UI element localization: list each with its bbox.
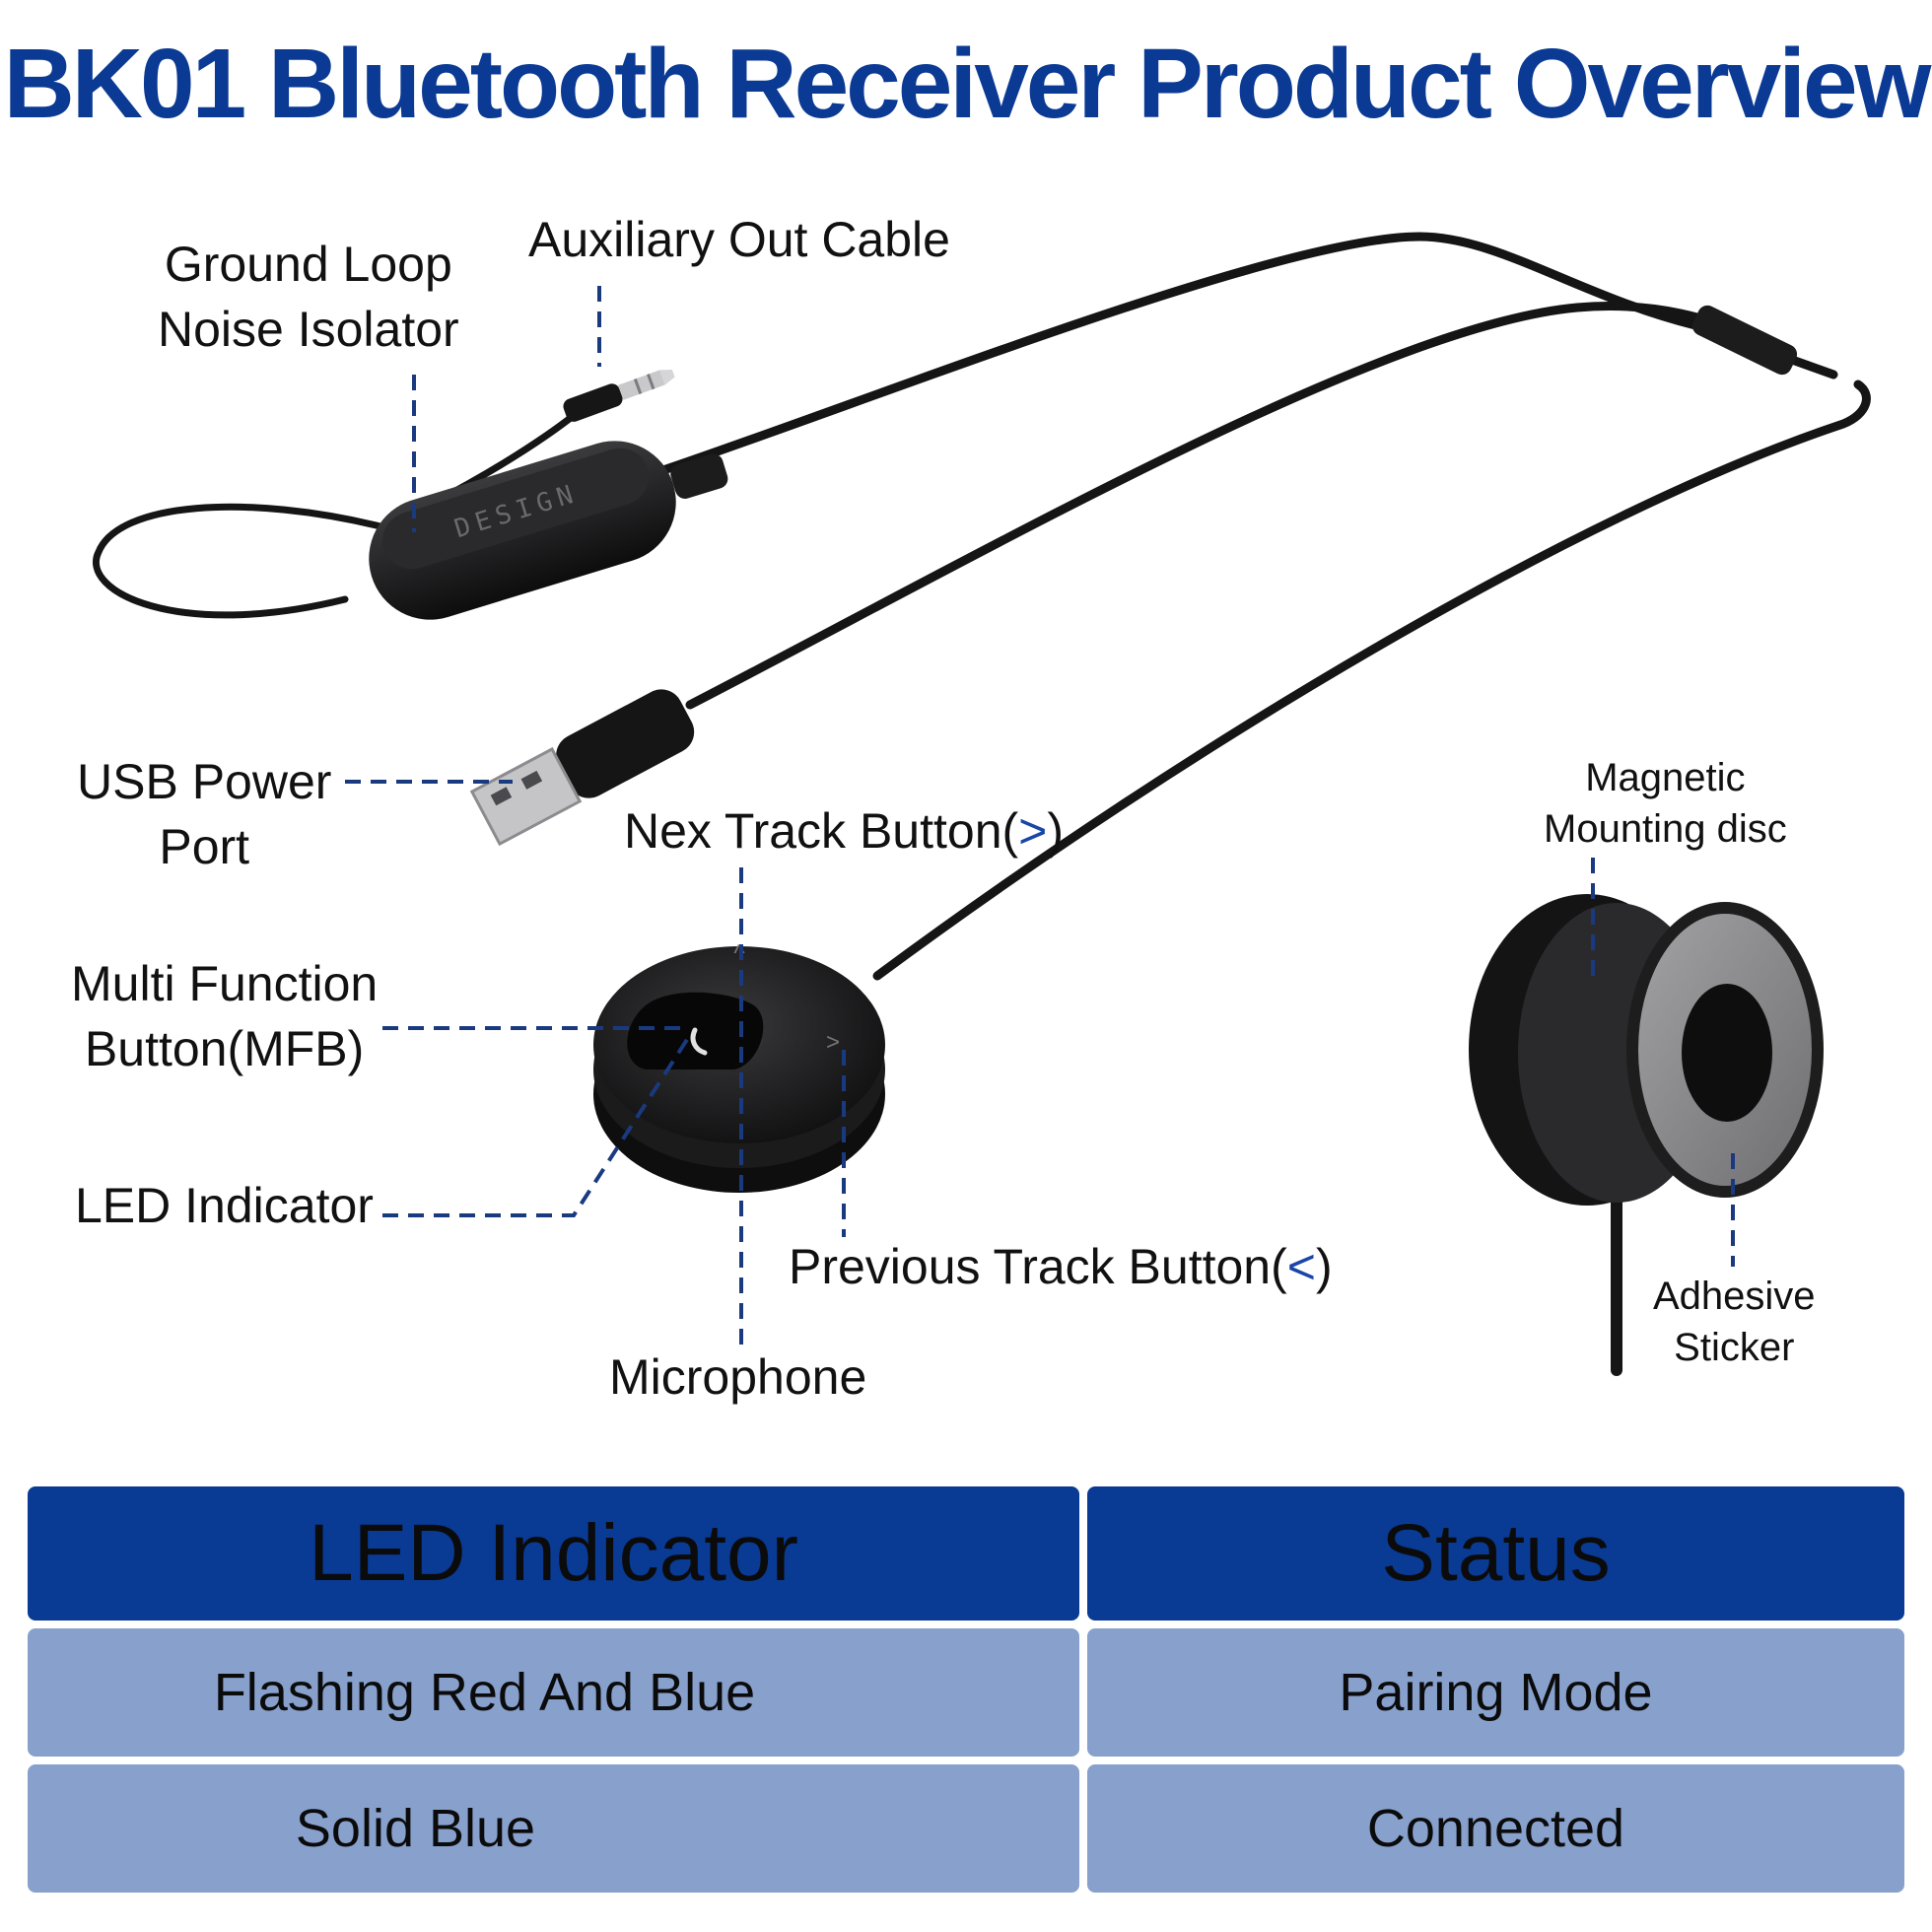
header-led-text: LED Indicator: [309, 1508, 798, 1598]
header-led-indicator: LED Indicator: [28, 1486, 1079, 1621]
usb-power-label: USB Power Port: [77, 749, 331, 879]
magnetic-line-1: Magnetic: [1585, 756, 1746, 799]
usb-cable: [685, 302, 1750, 710]
ground-loop-line-2: Noise Isolator: [158, 302, 459, 357]
control-puck: ^ >: [593, 940, 885, 1193]
table-cell-status: Pairing Mode: [1087, 1628, 1904, 1757]
magnetic-line-2: Mounting disc: [1544, 807, 1787, 851]
table-header-row: LED Indicator Status: [28, 1486, 1904, 1621]
ground-loop-line-1: Ground Loop: [164, 237, 452, 292]
table-cell-led: Flashing Red And Blue: [28, 1628, 1079, 1757]
previous-track-label: Previous Track Button(<): [789, 1234, 1333, 1299]
adhesive-line-2: Sticker: [1674, 1326, 1795, 1369]
table-cell-led: Solid Blue: [28, 1764, 1079, 1893]
led-status-table: LED Indicator Status Flashing Red And Bl…: [28, 1486, 1904, 1900]
table-row: Flashing Red And Blue Pairing Mode: [28, 1628, 1904, 1757]
prev-track-text: Previous Track Button(: [789, 1239, 1287, 1294]
usb-power-line-1: USB Power: [77, 754, 332, 809]
adhesive-line-1: Adhesive: [1653, 1275, 1816, 1318]
cable-junction-sleeve: [1691, 305, 1798, 376]
ground-loop-label: Ground Loop Noise Isolator: [158, 232, 459, 362]
prev-track-symbol: <: [1286, 1239, 1316, 1294]
table-row: Solid Blue Connected: [28, 1764, 1904, 1893]
aux-jack: [563, 370, 675, 422]
isolator-loop-cable: [93, 503, 388, 619]
led-indicator-label: LED Indicator: [75, 1178, 374, 1233]
next-track-text: Nex Track Button(: [624, 803, 1019, 859]
puck-cable: [872, 380, 1871, 981]
cell-text: Flashing Red And Blue: [213, 1663, 756, 1722]
header-status-text: Status: [1381, 1508, 1611, 1598]
next-track-symbol: >: [1018, 803, 1048, 859]
mfb-line-2: Button(MFB): [84, 1021, 365, 1076]
leader-lines: [345, 286, 1735, 1350]
prev-track-close: ): [1315, 1239, 1333, 1294]
magnetic-disc-label: Magnetic Mounting disc: [1544, 752, 1787, 855]
aux-out-label: Auxiliary Out Cable: [528, 212, 950, 267]
usb-connector: [469, 689, 695, 847]
cell-text: Solid Blue: [295, 1799, 536, 1858]
svg-text:>: >: [826, 1029, 840, 1056]
cables: [93, 232, 1871, 1376]
adhesive-sticker-label: Adhesive Sticker: [1653, 1271, 1816, 1373]
header-status: Status: [1087, 1486, 1904, 1621]
microphone-label: Microphone: [609, 1349, 867, 1405]
noise-isolator: DESIGN: [369, 441, 728, 620]
cell-text: Connected: [1366, 1799, 1625, 1858]
next-track-label: Nex Track Button(>): [624, 798, 1064, 863]
magnetic-mount: [1469, 894, 1824, 1206]
next-track-close: ): [1047, 803, 1065, 859]
cell-text: Pairing Mode: [1339, 1663, 1653, 1722]
table-cell-status: Connected: [1087, 1764, 1904, 1893]
page-title: BK01 Bluetooth Receiver Product Overview: [3, 29, 1932, 139]
mfb-line-1: Multi Function: [71, 956, 379, 1011]
mfb-label: Multi Function Button(MFB): [71, 951, 378, 1081]
aux-cable: [656, 232, 1838, 476]
usb-power-line-2: Port: [159, 819, 250, 874]
